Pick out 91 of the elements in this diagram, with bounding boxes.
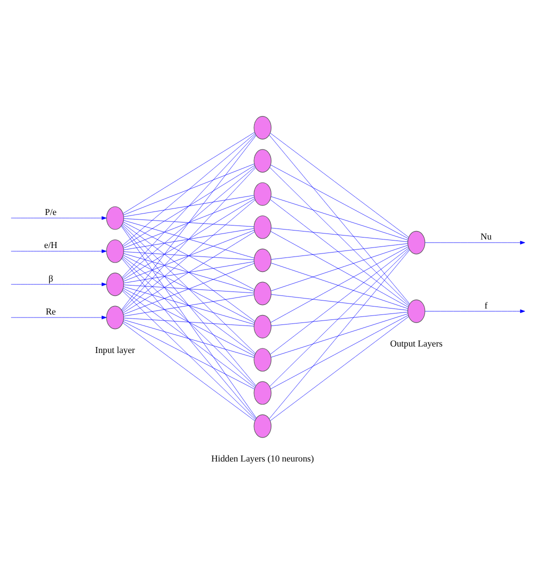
- connector: [124, 284, 254, 294]
- connector: [269, 250, 410, 419]
- connector: [270, 312, 408, 326]
- connector: [270, 167, 410, 305]
- connector: [123, 196, 254, 248]
- edge-label: β: [48, 273, 54, 284]
- connector: [123, 230, 254, 282]
- node-ellipse: [254, 215, 272, 239]
- connector: [270, 262, 408, 309]
- arrow: [424, 240, 526, 244]
- connector: [122, 198, 255, 280]
- connector: [270, 314, 408, 358]
- connector: [122, 290, 256, 420]
- connector: [122, 289, 256, 388]
- node-ellipse: [254, 282, 272, 306]
- connector: [122, 223, 256, 322]
- connector: [123, 220, 254, 258]
- connector: [270, 164, 408, 239]
- connector: [124, 228, 254, 250]
- connector: [122, 258, 256, 419]
- edge-label: f: [484, 300, 488, 310]
- node-ellipse: [407, 300, 426, 323]
- connector: [124, 261, 254, 284]
- connector: [124, 218, 254, 227]
- connector: [270, 196, 408, 240]
- node-ellipse: [106, 272, 124, 296]
- connector: [122, 132, 255, 214]
- connector: [270, 231, 408, 308]
- connector: [270, 199, 409, 306]
- connector: [269, 134, 410, 304]
- connector: [270, 294, 408, 310]
- connector: [270, 315, 408, 390]
- arrow: [424, 309, 526, 314]
- node-ellipse: [407, 230, 426, 254]
- connector: [122, 256, 256, 355]
- connector: [123, 288, 255, 356]
- node-ellipse: [254, 348, 272, 372]
- connector: [122, 166, 256, 279]
- connector: [123, 222, 255, 290]
- connector: [270, 132, 409, 238]
- arrow: [10, 216, 107, 220]
- connector: [123, 253, 254, 292]
- connector: [124, 252, 254, 260]
- connector: [122, 322, 256, 422]
- connector: [122, 200, 256, 312]
- node-ellipse: [254, 149, 272, 173]
- connector: [123, 321, 255, 390]
- connector: [270, 248, 410, 387]
- arrow: [10, 249, 107, 253]
- connector: [270, 243, 408, 260]
- connector: [123, 254, 255, 323]
- connector: [122, 165, 255, 247]
- connector: [124, 294, 254, 316]
- edge-label: e/H: [44, 240, 58, 250]
- node-ellipse: [254, 182, 272, 206]
- connector: [123, 320, 254, 358]
- connector: [270, 228, 408, 242]
- connector: [122, 225, 256, 386]
- node-ellipse: [106, 206, 124, 230]
- node-ellipse: [254, 381, 272, 405]
- arrow: [10, 316, 107, 320]
- connector: [121, 135, 256, 310]
- connector: [123, 286, 254, 325]
- connector: [124, 195, 254, 217]
- connector: [270, 316, 409, 421]
- connector: [123, 263, 254, 315]
- connector: [122, 224, 256, 354]
- connector: [122, 134, 256, 278]
- node-ellipse: [106, 239, 124, 263]
- edge-label: Re: [46, 306, 56, 317]
- node-ellipse: [106, 306, 124, 330]
- connector: [122, 257, 256, 387]
- connector: [270, 248, 409, 355]
- connector: [122, 232, 255, 314]
- arrow: [10, 282, 107, 286]
- label: Output Layers: [390, 338, 443, 349]
- connector: [122, 133, 256, 246]
- edge-label: Nu: [480, 232, 492, 242]
- node-ellipse: [254, 248, 272, 272]
- connector: [124, 318, 254, 326]
- node-ellipse: [254, 116, 272, 140]
- connector: [122, 168, 256, 311]
- edge-label: P/e: [44, 207, 57, 218]
- connector: [270, 246, 408, 323]
- connector: [121, 226, 256, 418]
- label: Hidden Layers (10 neurons): [211, 453, 314, 464]
- node-ellipse: [254, 314, 272, 338]
- connector: [270, 245, 408, 292]
- label: Input layer: [95, 344, 135, 355]
- connector: [123, 164, 254, 216]
- node-ellipse: [254, 414, 272, 438]
